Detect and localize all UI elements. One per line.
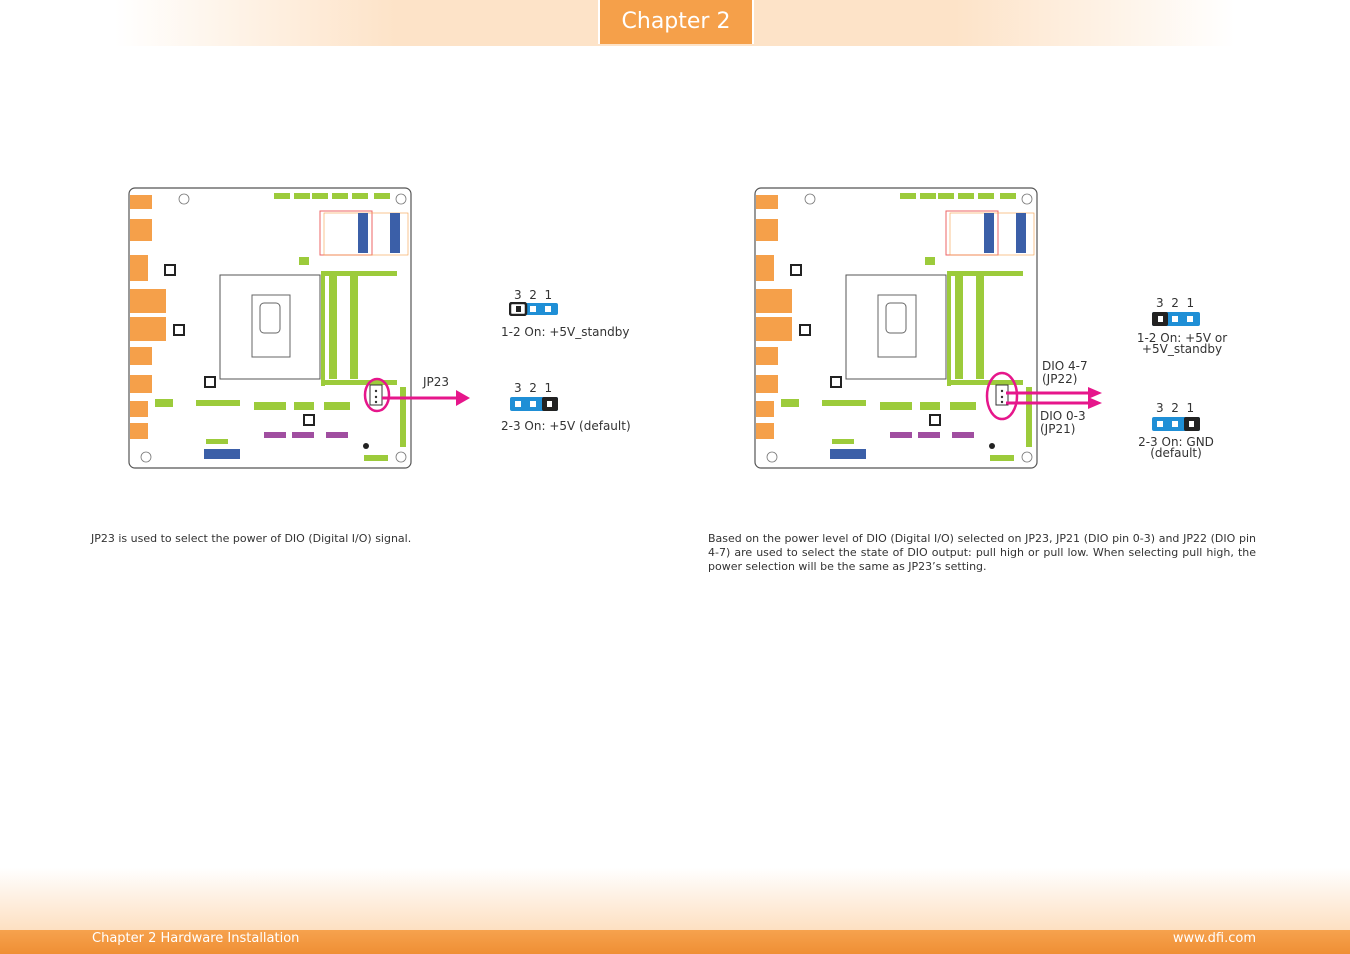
dio-0-3-label-line1: DIO 0-3 [1040,409,1086,423]
jp21-jp22-highlight-circle [985,371,1019,421]
footer-bar: Chapter 2 Hardware Installation www.dfi.… [0,930,1350,954]
jp23-highlight-circle [363,377,391,413]
jumper-1-2-on [1152,312,1200,326]
jumper-2-3-on [510,397,558,411]
footer-website-link[interactable]: www.dfi.com [1172,931,1256,946]
jumper-pin-numbers: 3 2 1 [1156,296,1195,310]
jumper-pin-numbers: 3 2 1 [1156,401,1195,415]
left-description: JP23 is used to select the power of DIO … [91,532,412,545]
pointer-arrow-icon [1006,387,1102,409]
footer-chapter-title: Chapter 2 Hardware Installation [92,931,300,946]
jp23-pointer-label: JP23 [423,375,450,389]
jumper-2-3-on [1152,417,1200,431]
jumper-1-caption: 1-2 On: +5V or +5V_standby [1136,331,1228,356]
jumper-1-caption-line2: +5V_standby [1141,342,1223,356]
jumper-2-caption-line2: (default) [1150,446,1202,460]
motherboard-diagram-right [754,187,1038,469]
pointer-arrow-icon [382,390,470,406]
jumper-1-caption: 1-2 On: +5V_standby [501,325,630,339]
right-description: Based on the power level of DIO (Digital… [708,532,1256,573]
jumper-1-caption-line1: 1-2 On: +5V or [1136,331,1228,345]
chapter-tab: Chapter 2 [598,0,754,44]
footer-band [0,868,1350,930]
jumper-1-2-on [509,302,558,316]
jumper-2-caption: 2-3 On: GND (default) [1130,435,1222,460]
jumper-2-caption-line1: 2-3 On: GND [1138,435,1214,449]
dio-0-3-label: DIO 0-3 (JP21) [1040,410,1086,436]
jumper-pin-numbers: 3 2 1 [514,288,553,302]
dio-4-7-label-line2: (JP22) [1042,372,1078,386]
motherboard-diagram-left [128,187,412,469]
dio-4-7-label: DIO 4-7 (JP22) [1042,360,1088,386]
jumper-pin-numbers: 3 2 1 [514,381,553,395]
dio-4-7-label-line1: DIO 4-7 [1042,359,1088,373]
dio-0-3-label-line2: (JP21) [1040,422,1076,436]
jumper-2-caption: 2-3 On: +5V (default) [501,419,631,433]
